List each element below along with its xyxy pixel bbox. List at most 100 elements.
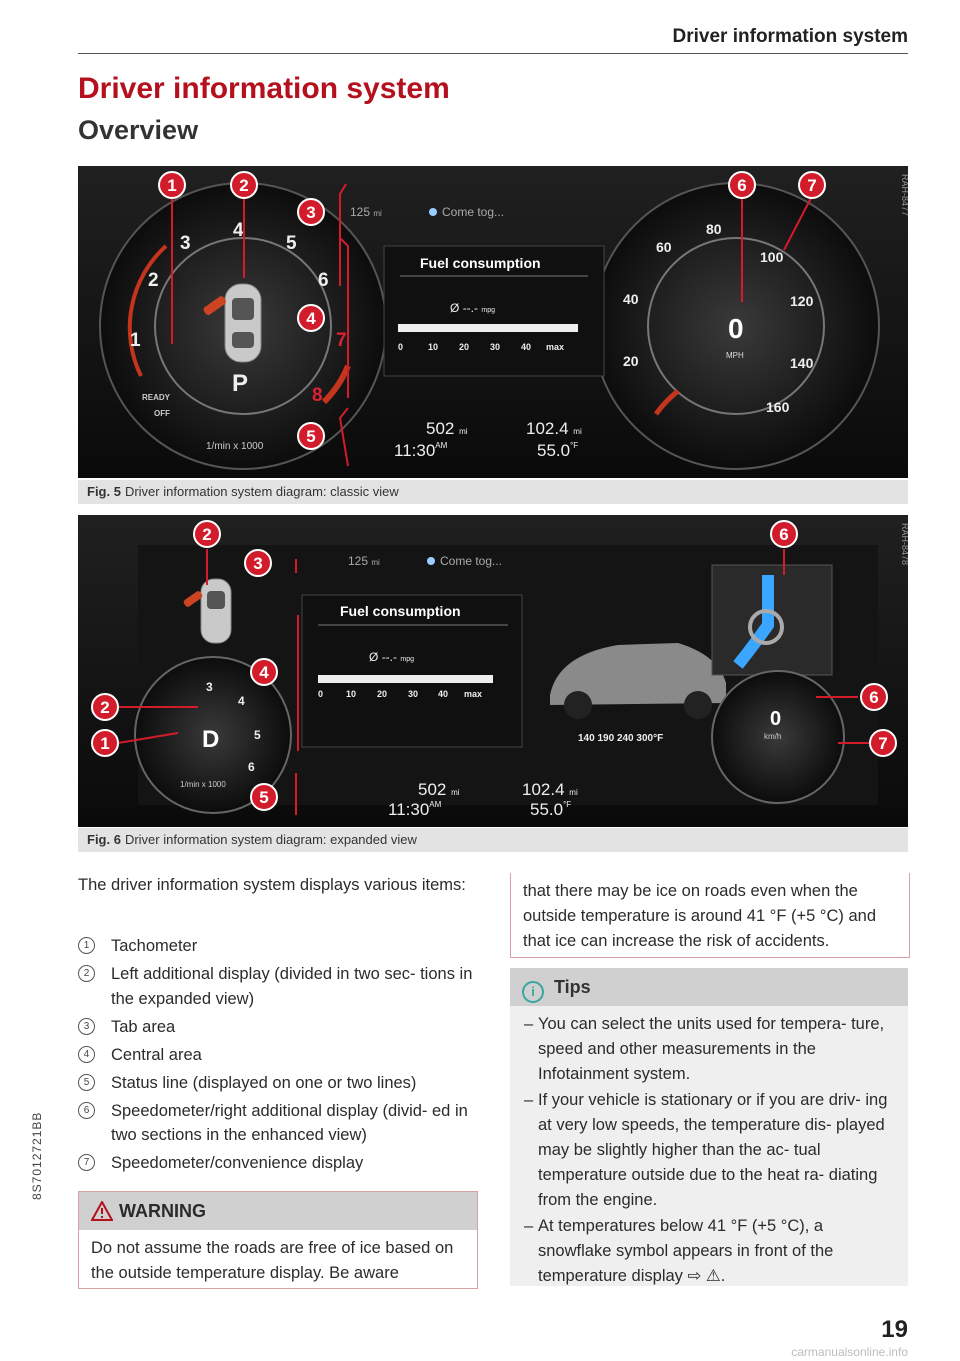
list-number: 5 [78,1074,95,1091]
speed-number: 40 [623,291,639,307]
svg-text:30: 30 [408,689,418,699]
panel-title: Fuel consumption [420,255,541,271]
off-label: OFF [154,409,170,418]
warning-continued-box: that there may be ice on roads even when… [510,873,910,958]
list-number: 3 [78,1018,95,1035]
tach-number: 8 [312,385,323,406]
speed-number: 160 [766,399,790,415]
tach-number: 6 [248,760,255,774]
warning-continued-text: that there may be ice on roads even when… [511,873,909,960]
figure-expanded-view: 3 4 5 6 D 1/min x 1000 Fuel consumption … [78,515,908,827]
tach-number: 1 [130,330,141,351]
component-list: 1Tachometer 2Left additional display (di… [78,934,478,1179]
speed-number: 140 [790,355,814,371]
consumption-bar [398,324,578,332]
tip-item: At temperatures below 41 °F (+5 °C), a s… [524,1214,896,1289]
tach-unit-label: 1/min x 1000 [180,780,226,789]
list-item: 5Status line (displayed on one or two li… [78,1071,478,1096]
list-number: 1 [78,937,95,954]
svg-text:0: 0 [318,689,323,699]
speed-number: 60 [656,239,672,255]
warning-header: WARNING [79,1192,477,1230]
tach-number: 4 [233,220,244,241]
panel-title: Fuel consumption [340,603,461,619]
callout-number: 4 [306,309,316,328]
tab-text: Come tog... [442,205,504,219]
consumption-bar [318,675,493,683]
speed-number: 120 [790,293,814,309]
callout-number: 3 [253,554,262,573]
running-header: Driver information system [673,26,908,48]
callout-number: 6 [869,688,878,707]
warning-triangle-icon [91,1201,113,1221]
speed-readout: 0 [770,708,781,730]
callout-number: 7 [807,176,816,195]
figure-code: RAH-8477 [900,174,908,216]
section-subtitle: Overview [78,115,198,146]
list-number: 4 [78,1046,95,1063]
page-number: 19 [881,1316,908,1344]
list-number: 7 [78,1154,95,1171]
callout-number: 6 [779,525,788,544]
svg-text:40: 40 [521,342,531,352]
header-rule [78,53,908,54]
speed-number: 100 [760,249,784,265]
tach-number: 5 [254,728,261,742]
figure-code: RAH-8478 [900,523,908,565]
tips-header: iTips [510,968,908,1006]
document-code: 8S7012721BB [30,1112,44,1200]
gear-indicator: P [232,370,248,397]
speed-number: 20 [623,353,639,369]
ready-label: READY [142,393,171,402]
tach-unit-label: 1/min x 1000 [206,441,264,452]
tip-item: You can select the units used for temper… [524,1012,896,1087]
callout-number: 5 [259,788,268,807]
speed-unit: km/h [764,732,781,741]
callout-number: 5 [306,427,315,446]
oil-temp-scale: 140 190 240 300°F [578,733,663,744]
warning-text: Do not assume the roads are free of ice … [79,1230,477,1292]
callout-number: 7 [878,734,887,753]
svg-text:20: 20 [459,342,469,352]
tips-list: You can select the units used for temper… [510,1006,908,1289]
callout-number: 2 [100,698,109,717]
tip-item: If your vehicle is stationary or if you … [524,1088,896,1213]
tab-text: Come tog... [440,554,502,568]
speed-unit: MPH [726,351,744,360]
callout-number: 1 [167,176,176,195]
svg-text:0: 0 [398,342,403,352]
tach-number: 3 [180,233,191,254]
svg-text:max: max [546,342,564,352]
info-icon: i [522,981,544,1003]
svg-text:40: 40 [438,689,448,699]
gear-indicator: D [202,726,219,753]
speed-readout: 0 [728,313,744,344]
warning-title: WARNING [119,1201,206,1221]
callout-number: 6 [737,176,746,195]
tach-number: 6 [318,270,329,291]
list-number: 6 [78,1102,95,1119]
figure-classic-view: 1 2 3 4 5 6 7 8 P READY OFF 1/min x 1000… [78,166,908,478]
svg-text:max: max [464,689,482,699]
intro-paragraph: The driver information system displays v… [78,873,468,898]
callout-number: 2 [202,525,211,544]
callout-number: 4 [259,663,269,682]
svg-text:10: 10 [346,689,356,699]
svg-text:20: 20 [377,689,387,699]
list-number: 2 [78,965,95,982]
speed-number: 80 [706,221,722,237]
tach-number: 2 [148,270,159,291]
tach-number: 7 [336,330,347,351]
warning-box: WARNING Do not assume the roads are free… [78,1191,478,1289]
svg-text:10: 10 [428,342,438,352]
page-title: Driver information system [78,72,450,106]
